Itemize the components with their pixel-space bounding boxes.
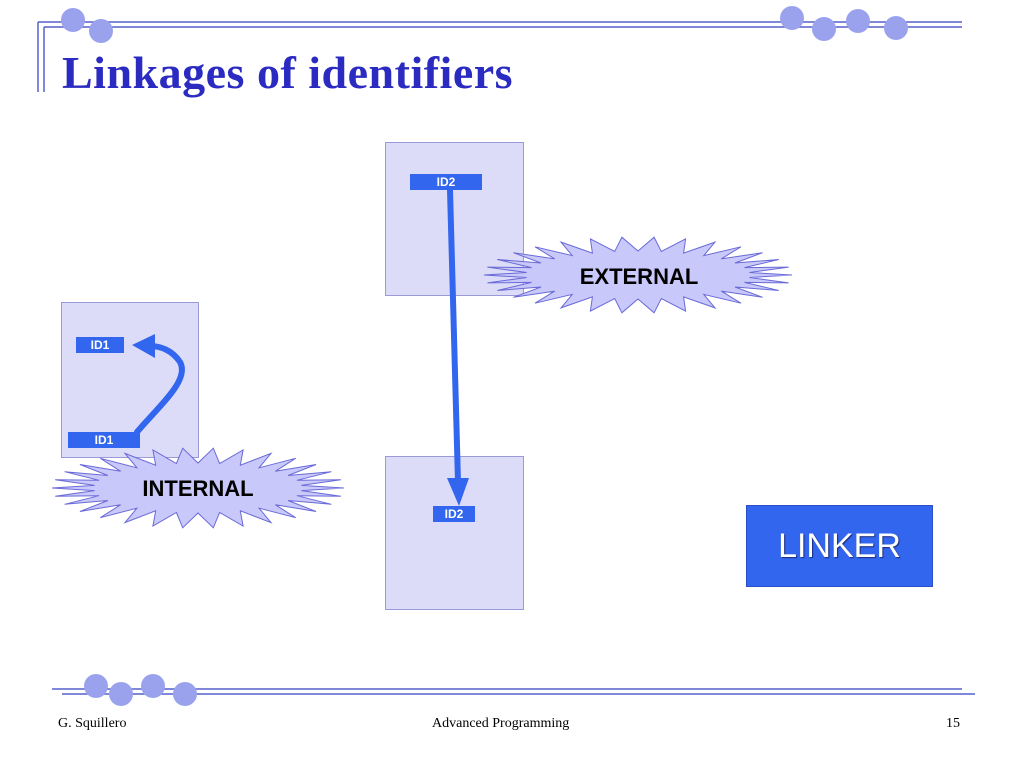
id2-bottom-tag: ID2 [433,506,475,522]
id1-top-tag: ID1 [76,337,124,353]
decorative-circle-icon [780,6,804,30]
decorative-circle-icon [89,19,113,43]
decorative-circle-icon [61,8,85,32]
footer-course: Advanced Programming [432,716,570,731]
decorative-circle-icon [109,682,133,706]
decorative-circle-icon [846,9,870,33]
footer-author: G. Squillero [58,716,127,731]
burst-icon [51,447,345,529]
decorative-circle-icon [84,674,108,698]
arrow-icon [132,334,155,358]
burst-icon [483,236,793,314]
external-label: EXTERNAL [579,264,699,289]
decorative-circle-icon [812,17,836,41]
footer-page-number: 15 [946,716,960,731]
slide-title: Linkages of identifiers [62,47,514,98]
id1-bottom-tag: ID1 [68,432,140,448]
decorative-circle-icon [884,16,908,40]
linker-box: LINKER [746,505,933,587]
arrow-icon [447,187,461,485]
arrow-icon [134,343,185,435]
id2-top-tag: ID2 [410,174,482,190]
internal-label: INTERNAL [142,476,254,501]
decorative-circle-icon [141,674,165,698]
decorative-circle-icon [173,682,197,706]
arrow-icon [447,478,469,506]
